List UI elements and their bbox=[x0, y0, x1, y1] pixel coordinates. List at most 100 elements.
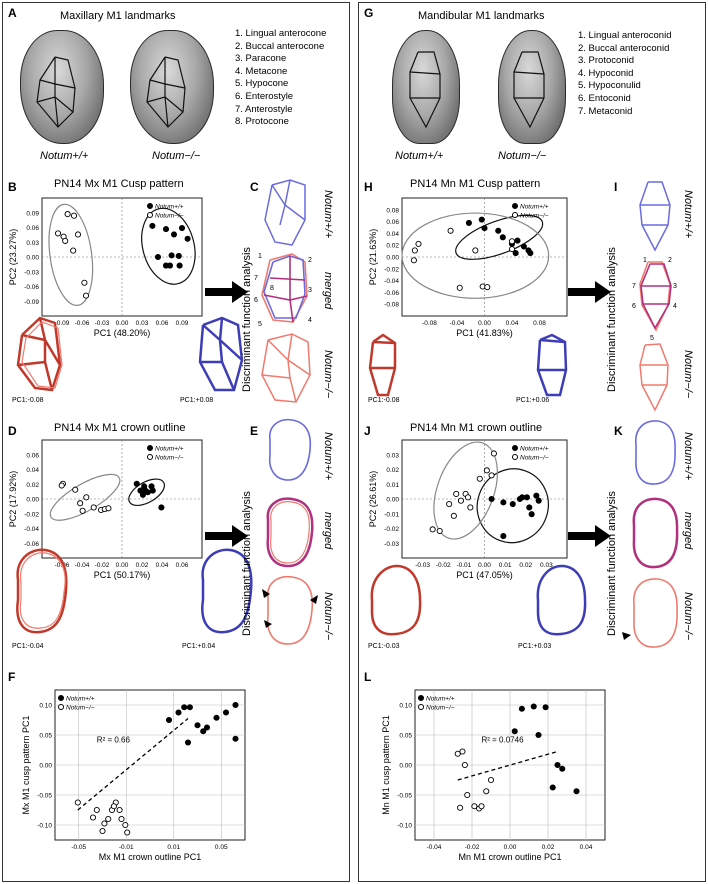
panel-k-ko-shape bbox=[633, 578, 678, 648]
data-point-wt bbox=[213, 714, 220, 721]
x-tick-label: 0.08 bbox=[533, 320, 546, 327]
y-tick-label: -0.10 bbox=[397, 823, 412, 830]
merged-c-num-3: 3 bbox=[308, 287, 312, 294]
panel-b-title: PN14 Mx M1 Cusp pattern bbox=[54, 178, 184, 190]
data-point-wt bbox=[549, 784, 556, 791]
data-point-ko bbox=[118, 815, 125, 823]
data-point-wt bbox=[184, 235, 191, 242]
data-point-wt bbox=[535, 497, 542, 504]
legend-label-wt: Notum+/+ bbox=[66, 696, 95, 703]
data-point-ko bbox=[79, 507, 86, 514]
x-tick-label: 0.02 bbox=[542, 844, 555, 851]
panel-b-letter: B bbox=[8, 180, 17, 194]
y-axis-label: PC2 (23.27%) bbox=[8, 229, 18, 286]
data-point-ko bbox=[456, 284, 463, 291]
mn-outline-pos-shape bbox=[536, 564, 587, 636]
y-tick-label: -0.03 bbox=[384, 541, 399, 548]
legend-label-ko: Notum−/− bbox=[520, 455, 549, 462]
data-point-ko bbox=[464, 494, 472, 501]
mn-landmark-3: 3. Protoconid bbox=[578, 55, 634, 67]
data-point-wt bbox=[509, 501, 516, 508]
legend-label-wt: Notum+/+ bbox=[155, 204, 184, 211]
panel-k-letter: K bbox=[614, 424, 623, 438]
x-axis-label: PC1 (50.17%) bbox=[94, 570, 151, 580]
data-point-wt bbox=[481, 225, 488, 232]
data-point-ko bbox=[72, 486, 79, 493]
y-tick-label: 0.02 bbox=[26, 482, 39, 489]
mn-outline-neg-shape bbox=[370, 564, 422, 636]
panel-c-dfa-label: Discriminant function analysis bbox=[241, 247, 253, 392]
y-tick-label: 0.06 bbox=[26, 225, 39, 232]
legend-label-wt: Notum+/+ bbox=[155, 446, 184, 453]
panel-g-genotype-ko: Notum−/− bbox=[498, 150, 547, 162]
y-axis-label: PC2 (21.63%) bbox=[368, 229, 378, 286]
legend-label-wt: Notum+/+ bbox=[520, 446, 549, 453]
mx-outline-pos-shape bbox=[201, 548, 253, 634]
data-point-ko bbox=[105, 505, 112, 512]
y-tick-label: -0.02 bbox=[24, 511, 39, 518]
panel-c-wt-shape bbox=[264, 179, 306, 246]
panel-a-letter: A bbox=[8, 6, 17, 20]
data-point-ko bbox=[490, 450, 497, 457]
data-point-ko bbox=[74, 231, 82, 238]
mx-landmark-2: 2. Buccal anterocone bbox=[235, 40, 325, 52]
merged-i-num-1: 1 bbox=[643, 257, 647, 264]
merged-c-num-4: 4 bbox=[308, 317, 312, 324]
y-tick-label: 0.05 bbox=[39, 733, 52, 740]
x-tick-label: -0.09 bbox=[55, 320, 70, 327]
y-tick-label: 0.01 bbox=[386, 482, 399, 489]
arrow-h-to-i bbox=[568, 281, 611, 303]
panel-c-merged-label: merged bbox=[322, 272, 334, 310]
x-axis-label: PC1 (41.83%) bbox=[456, 328, 513, 338]
panel-g-title: Mandibular M1 landmarks bbox=[418, 10, 545, 22]
x-tick-label: -0.02 bbox=[465, 844, 480, 851]
merged-c-num-8: 8 bbox=[270, 285, 274, 292]
panel-a-genotype-ko: Notum−/− bbox=[152, 150, 201, 162]
data-point-wt bbox=[175, 709, 182, 716]
data-point-wt bbox=[133, 480, 140, 487]
panel-a-genotype-wt: Notum+/+ bbox=[40, 150, 89, 162]
y-tick-label: 0.10 bbox=[399, 703, 412, 710]
panel-k-merged-shape bbox=[632, 497, 679, 569]
panel-e-dfa-label: Discriminant function analysis bbox=[241, 491, 253, 636]
data-point-ko bbox=[446, 501, 453, 508]
x-axis-label: PC1 (48.20%) bbox=[94, 328, 151, 338]
panel-k-merged-label: merged bbox=[682, 512, 694, 550]
x-axis-label: Mx M1 crown outline PC1 bbox=[99, 852, 202, 862]
arrowhead-k bbox=[622, 632, 631, 640]
data-point-ko bbox=[436, 527, 443, 535]
legend-label-ko: Notum−/− bbox=[155, 213, 184, 220]
data-point-ko bbox=[447, 227, 454, 234]
y-tick-label: 0.05 bbox=[399, 733, 412, 740]
r-squared-label: R² = 0.0746 bbox=[482, 736, 525, 745]
regression-line bbox=[77, 717, 189, 811]
data-point-ko bbox=[484, 284, 491, 291]
legend-marker-ko bbox=[58, 704, 64, 710]
tooth-image-mn-ko bbox=[498, 30, 566, 144]
data-point-wt bbox=[535, 731, 542, 739]
data-point-wt bbox=[154, 253, 162, 261]
data-point-ko bbox=[457, 804, 464, 811]
data-point-ko bbox=[483, 467, 490, 474]
data-point-ko bbox=[454, 750, 461, 757]
y-tick-label: 0.09 bbox=[26, 210, 39, 217]
x-tick-label: -0.04 bbox=[450, 320, 465, 327]
data-point-ko bbox=[471, 803, 478, 810]
legend-marker-ko bbox=[418, 704, 424, 710]
panel-e-merged-shape bbox=[266, 497, 314, 568]
panel-i-dfa-label: Discriminant function analysis bbox=[606, 247, 618, 392]
y-tick-label: 0.10 bbox=[39, 703, 52, 710]
data-point-ko bbox=[457, 497, 464, 504]
legend-label-ko: Notum−/− bbox=[426, 705, 455, 712]
panel-j-neg-label: PC1:-0.03 bbox=[368, 643, 400, 650]
y-tick-label: -0.03 bbox=[24, 269, 39, 276]
merged-c-num-1: 1 bbox=[258, 253, 262, 260]
data-point-ko bbox=[82, 292, 90, 299]
big-arrows bbox=[205, 281, 611, 547]
y-tick-label: -0.04 bbox=[384, 278, 399, 285]
data-point-ko bbox=[461, 761, 468, 769]
data-point-ko bbox=[464, 791, 471, 799]
